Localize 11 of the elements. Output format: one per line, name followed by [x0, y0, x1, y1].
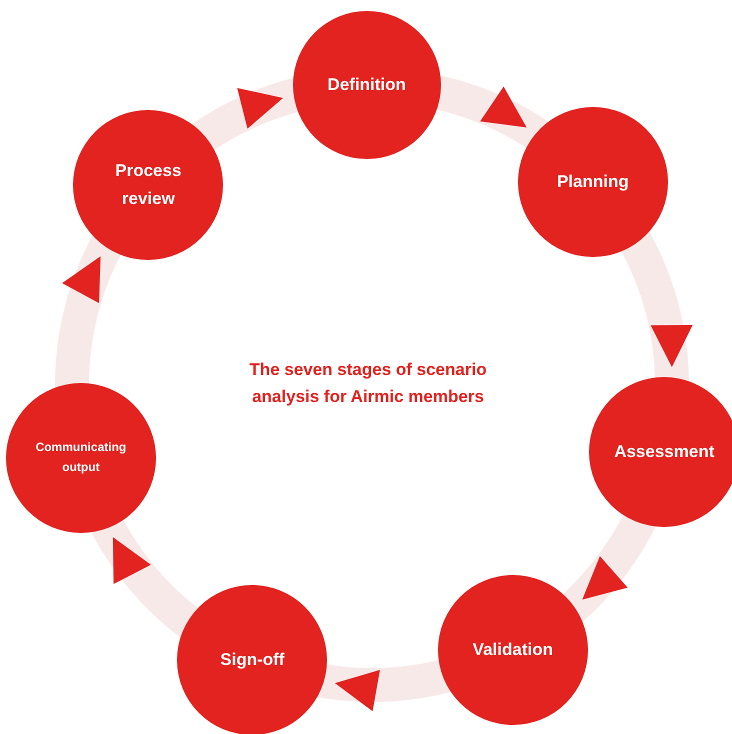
stage-label: Validation: [472, 638, 553, 661]
cycle-arrow: [316, 658, 452, 710]
stage-label: Planning: [556, 170, 629, 193]
cycle-arrow: [618, 230, 691, 384]
stage-label: Process review: [114, 160, 182, 210]
stage-label: Sign-off: [220, 649, 284, 672]
cycle-arrow: [55, 234, 124, 389]
stage-label: Assessment: [614, 441, 714, 464]
stage-label: Definition: [328, 74, 406, 96]
stage-label: Communicating output: [34, 438, 128, 476]
diagram-title: The seven stages of scenario analysis for Airmic members: [248, 359, 488, 408]
